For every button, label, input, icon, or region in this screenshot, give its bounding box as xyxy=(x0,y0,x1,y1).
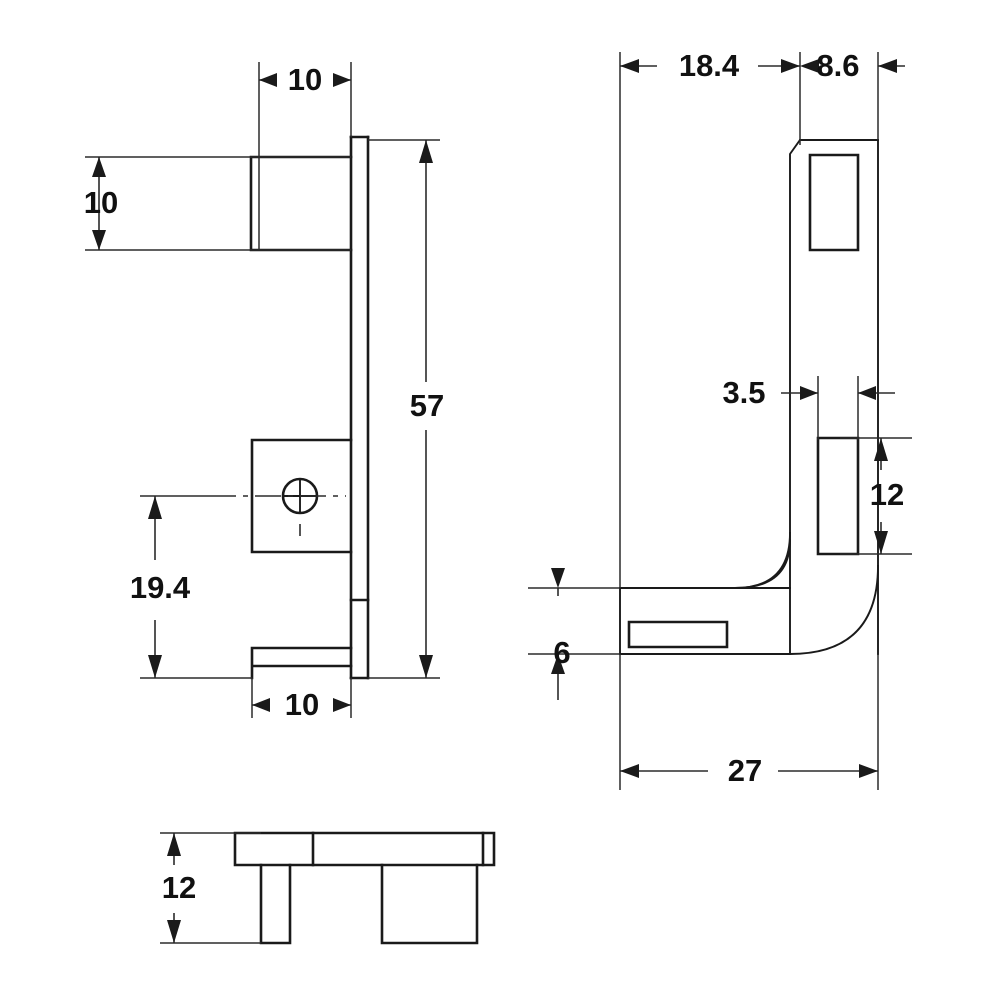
dim-slot-offset-arrow-left xyxy=(800,386,818,400)
dim-slot-height-arrow-top xyxy=(874,438,888,461)
dim-hole-arrow-top xyxy=(148,496,162,519)
dim-slot-offset-arrow-right xyxy=(858,386,876,400)
plan-flange-end-cap xyxy=(481,831,496,867)
front-view-geometry xyxy=(210,135,370,680)
dim-body-depth-arrow-right xyxy=(781,59,800,73)
dim-top-width: 10 xyxy=(258,62,352,250)
dim-slot-offset-label: 3.5 xyxy=(722,375,765,410)
dim-plate-depth-arrow-left xyxy=(800,59,819,73)
side-view-geometry xyxy=(619,138,879,655)
side-foot-slot xyxy=(627,620,729,649)
dim-overall-depth-label: 27 xyxy=(728,753,762,788)
dim-hole-arrow-bottom xyxy=(148,655,162,678)
side-upper-slot xyxy=(808,153,860,252)
dim-top-width-label: 10 xyxy=(288,62,322,97)
plan-right-leg xyxy=(380,863,479,945)
front-boss-block xyxy=(250,438,353,554)
dim-plan-height-arrow-bottom xyxy=(167,920,181,943)
plan-left-leg xyxy=(259,863,292,945)
dim-bottom-width-label: 10 xyxy=(285,687,319,722)
dim-overall-height-arrow-top xyxy=(419,140,433,163)
dim-top-tab-label: 10 xyxy=(84,185,118,220)
front-top-tab xyxy=(249,155,353,252)
dim-body-depth-label: 18.4 xyxy=(679,48,740,83)
dim-slot-height-arrow-bottom xyxy=(874,531,888,554)
dim-bottom-width: 10 xyxy=(251,678,352,722)
dim-base-thickness-label: 6 xyxy=(553,635,570,670)
dim-hole-to-bottom-label: 19.4 xyxy=(130,570,191,605)
side-profile-foot-top xyxy=(619,532,791,589)
dim-top-width-arrow-right xyxy=(333,73,351,87)
dim-overall-depth-arrow-right xyxy=(859,764,878,778)
dim-plate-depth: 8.6 xyxy=(800,48,905,140)
dim-bottom-width-arrow-left xyxy=(252,698,270,712)
side-profile-foot-bottom xyxy=(619,565,879,655)
dim-plan-height-label: 12 xyxy=(162,870,196,905)
dim-base-thickness: 6 xyxy=(528,568,620,700)
bottom-view-geometry xyxy=(233,831,496,945)
side-profile-outline xyxy=(789,138,802,655)
dim-slot-height: 12 xyxy=(840,437,912,555)
front-bottom-tab xyxy=(250,646,353,680)
dim-bottom-width-arrow-right xyxy=(333,698,351,712)
side-profile-inner-curve xyxy=(734,539,791,589)
dim-plate-depth-label: 8.6 xyxy=(816,48,859,83)
dim-base-thickness-arrow-top xyxy=(551,568,565,588)
side-lower-slot xyxy=(816,436,860,556)
dim-base-thickness-arrow-bottom xyxy=(551,654,565,674)
dim-overall-height-arrow-bottom xyxy=(419,655,433,678)
dim-top-width-arrow-left xyxy=(259,73,277,87)
dim-overall-depth-arrow-left xyxy=(620,764,639,778)
dim-body-depth: 18.4 xyxy=(619,48,801,588)
dim-overall-height-label: 57 xyxy=(410,388,444,423)
dim-hole-to-bottom: 19.4 xyxy=(130,495,252,679)
dim-top-tab-arrow-top xyxy=(92,157,106,177)
dim-overall-height: 57 xyxy=(368,139,444,679)
dim-slot-height-label: 12 xyxy=(870,477,904,512)
dim-plan-height-arrow-top xyxy=(167,833,181,856)
dim-top-tab-height: 10 xyxy=(84,156,351,251)
dim-top-tab-arrow-bottom xyxy=(92,230,106,250)
dim-slot-offset: 3.5 xyxy=(722,375,895,440)
plan-flange-bar xyxy=(233,831,485,867)
dim-body-depth-arrow-left xyxy=(620,59,639,73)
dim-plan-height: 12 xyxy=(160,832,261,944)
dim-overall-depth: 27 xyxy=(619,654,879,790)
dim-plate-depth-arrow-right xyxy=(878,59,897,73)
